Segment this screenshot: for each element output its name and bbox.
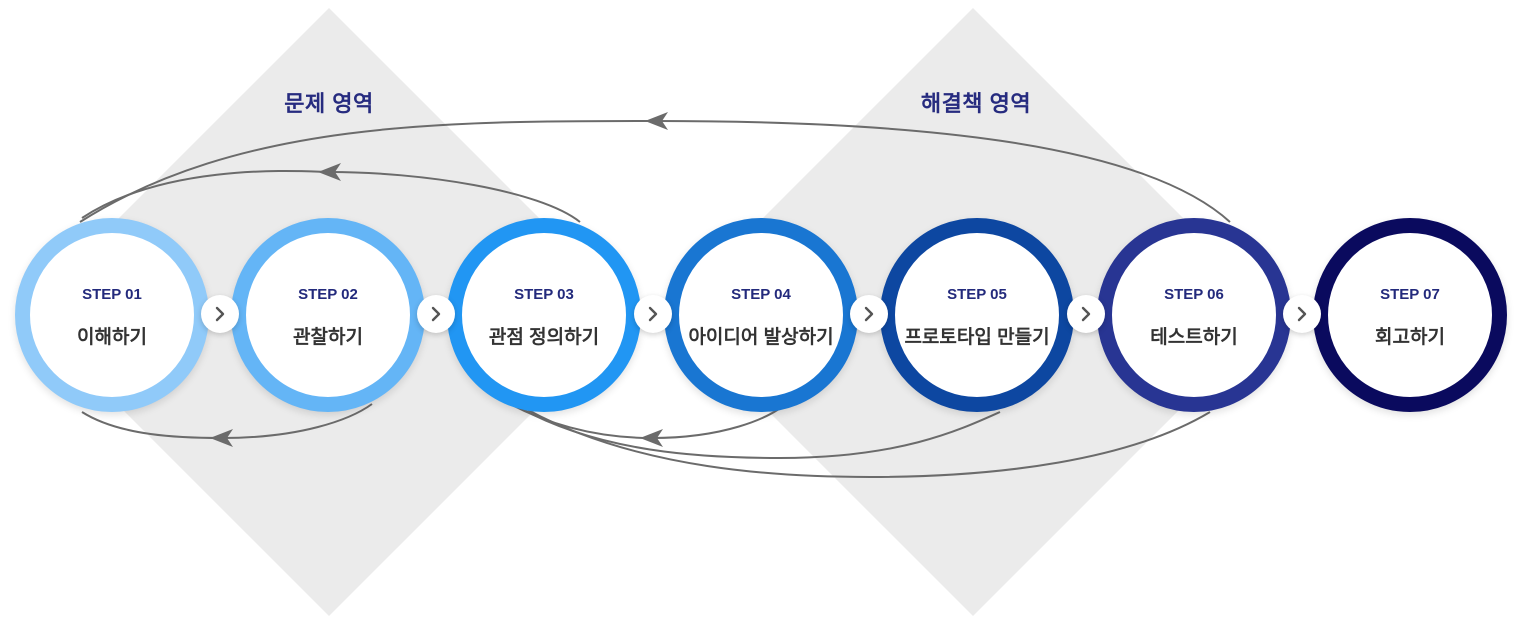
connector-step06-step07 [1283,295,1321,333]
arc-step05-to-step03 [519,407,1001,460]
chevron-right-icon [431,306,441,322]
arrowhead-icon [645,112,668,130]
arrowhead-icon [210,429,233,447]
step-label: 관점 정의하기 [488,327,600,348]
step-04-circle: STEP 04 아이디어 발상하기 [664,218,858,412]
step-label: 회고하기 [1375,327,1445,348]
chevron-right-icon [864,306,874,322]
step-label: 아이디어 발상하기 [688,327,834,348]
step-05-circle: STEP 05 프로토타입 만들기 [880,218,1074,412]
arrowhead-icon [318,163,341,181]
step-number: STEP 02 [298,286,358,303]
step-number: STEP 06 [1164,286,1224,303]
step-number: STEP 05 [947,286,1007,303]
step-label: 프로토타입 만들기 [904,327,1050,348]
step-label: 관찰하기 [293,327,363,348]
step-number: STEP 01 [82,286,142,303]
arc-step06-to-step03 [527,409,1211,479]
chevron-right-icon [1081,306,1091,322]
problem-area-title: 문제 영역 [284,91,374,116]
step-number: STEP 03 [514,286,574,303]
step-01-circle: STEP 01 이해하기 [15,218,209,412]
chevron-right-icon [648,306,658,322]
connector-step03-step04 [634,295,672,333]
step-03-circle: STEP 03 관점 정의하기 [447,218,641,412]
step-label: 이해하기 [77,327,147,348]
step-label: 테스트하기 [1150,327,1238,348]
step-number: STEP 04 [731,286,791,303]
arrowhead-icon [640,429,663,447]
step-07-circle: STEP 07 회고하기 [1313,218,1507,412]
connector-step05-step06 [1067,295,1105,333]
step-06-circle: STEP 06 테스트하기 [1097,218,1291,412]
connector-step04-step05 [850,295,888,333]
chevron-right-icon [1297,306,1307,322]
solution-area-title: 해결책 영역 [920,91,1032,116]
arc-step03-to-step01 [81,169,581,223]
connector-step01-step02 [201,295,239,333]
step-number: STEP 07 [1380,286,1440,303]
step-02-circle: STEP 02 관찰하기 [231,218,425,412]
connector-step02-step03 [417,295,455,333]
chevron-right-icon [215,306,225,322]
